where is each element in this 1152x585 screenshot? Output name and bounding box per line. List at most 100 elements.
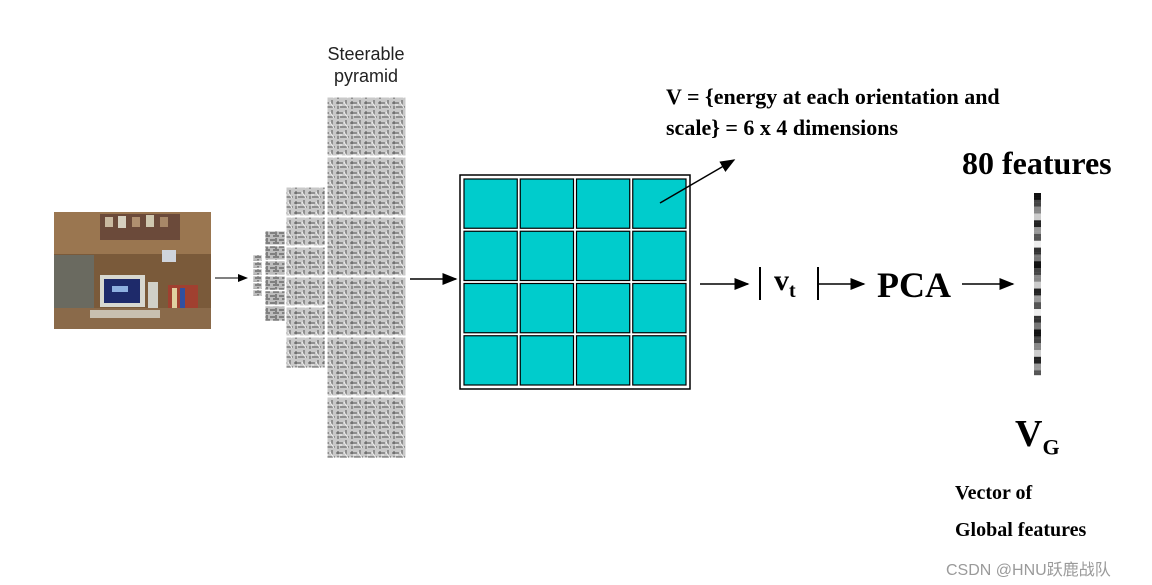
feature-vector-cell xyxy=(1034,224,1041,228)
feature-vector-cell xyxy=(1034,318,1041,321)
grid-cell xyxy=(463,178,518,229)
energy-formula: V = {energy at each orientation and scal… xyxy=(666,81,1106,143)
grid-cell xyxy=(575,335,631,386)
grid-cell xyxy=(519,282,575,334)
feature-vector-cell xyxy=(1034,306,1041,310)
feature-vector-cell xyxy=(1034,195,1041,198)
pyramid-level-3 xyxy=(264,230,286,322)
feature-vector-cell xyxy=(1034,274,1041,278)
vg-label: VG xyxy=(1015,412,1060,461)
grid-cell xyxy=(575,178,631,229)
feature-vector-cell xyxy=(1034,368,1041,371)
feature-vector-cell xyxy=(1034,349,1041,353)
feature-vector-cell xyxy=(1034,238,1041,241)
feature-vector-cell xyxy=(1034,315,1041,319)
feature-vector-cell xyxy=(1034,297,1041,301)
feature-vector-cell xyxy=(1034,249,1041,253)
feature-vector-cell xyxy=(1034,202,1041,205)
pca-label: PCA xyxy=(877,265,951,305)
feature-vector-bar xyxy=(1034,193,1041,376)
feature-vector-cell xyxy=(1034,277,1041,280)
formula-line2: scale} = 6 x 4 dimensions xyxy=(666,115,899,140)
feature-vector-cell xyxy=(1034,197,1041,201)
feature-vector-cell xyxy=(1034,240,1041,244)
office-photo xyxy=(54,212,211,329)
caption-line2: Global features xyxy=(955,519,1087,541)
feature-vector-cell xyxy=(1034,193,1041,196)
feature-vector-cell xyxy=(1034,286,1041,289)
feature-vector-cell xyxy=(1034,220,1041,223)
feature-vector-cell xyxy=(1034,352,1041,355)
feature-vector-cell xyxy=(1034,299,1041,303)
steerable-pyramid xyxy=(252,96,407,459)
feature-vector-cell xyxy=(1034,347,1041,351)
grid-cell xyxy=(519,178,575,229)
grid-cell xyxy=(519,335,575,386)
feature-vector-cell xyxy=(1034,302,1041,305)
features-count-label: 80 features xyxy=(962,145,1112,181)
grid-cell xyxy=(575,282,631,334)
feature-vector-cell xyxy=(1034,311,1041,314)
vg-letter: V xyxy=(1015,413,1043,455)
feature-vector-cell xyxy=(1034,343,1041,346)
feature-vector-cell xyxy=(1034,293,1041,296)
grid-cell xyxy=(632,335,687,386)
feature-vector-cell xyxy=(1034,365,1041,369)
feature-vector-cell xyxy=(1034,222,1041,226)
grid-cell xyxy=(463,230,518,282)
feature-vector-cell xyxy=(1034,290,1041,294)
feature-vector-cell xyxy=(1034,372,1041,376)
feature-vector-cell xyxy=(1034,254,1041,257)
vt-letter: v xyxy=(774,264,789,297)
feature-vector-cell xyxy=(1034,204,1041,207)
feature-vector-cell xyxy=(1034,320,1041,323)
feature-vector-cell xyxy=(1034,281,1041,285)
caption-line1: Vector of xyxy=(955,482,1033,504)
feature-vector-cell xyxy=(1034,356,1041,360)
feature-vector-cell xyxy=(1034,309,1041,312)
feature-vector-cell xyxy=(1034,359,1041,362)
feature-vector-cell xyxy=(1034,258,1041,262)
feature-vector-cell xyxy=(1034,256,1041,260)
feature-vector-cell xyxy=(1034,279,1041,282)
feature-vector-cell xyxy=(1034,313,1041,317)
feature-vector-cell xyxy=(1034,345,1041,348)
feature-vector-cell xyxy=(1034,288,1041,292)
watermark: CSDN @HNU跃鹿战队 xyxy=(946,562,1111,579)
feature-vector-cell xyxy=(1034,370,1041,373)
feature-vector-cell xyxy=(1034,295,1041,298)
feature-vector-cell xyxy=(1034,252,1041,255)
feature-vector-cell xyxy=(1034,329,1041,332)
feature-vector-cell xyxy=(1034,208,1041,212)
feature-vector-cell xyxy=(1034,218,1041,221)
feature-vector-cell xyxy=(1034,327,1041,330)
feature-vector-cell xyxy=(1034,211,1041,214)
feature-vector-cell xyxy=(1034,247,1041,251)
feature-vector-cell xyxy=(1034,338,1041,342)
feature-vector-cell xyxy=(1034,363,1041,367)
feature-vector-cell xyxy=(1034,340,1041,344)
feature-vector-cell xyxy=(1034,263,1041,266)
formula-line1: V = {energy at each orientation and xyxy=(666,84,1000,109)
feature-vector-cell xyxy=(1034,265,1041,269)
energy-grid-cells xyxy=(463,178,687,386)
feature-vector-cell xyxy=(1034,284,1041,287)
feature-vector-cell xyxy=(1034,322,1041,326)
feature-vector-cell xyxy=(1034,270,1041,273)
feature-vector-cell xyxy=(1034,261,1041,264)
feature-vector-cell xyxy=(1034,236,1041,239)
feature-vector-cell xyxy=(1034,272,1041,276)
vector-caption: Vector of Global features xyxy=(955,475,1086,549)
feature-vector-cell xyxy=(1034,354,1041,357)
grid-cell xyxy=(519,230,575,282)
feature-vector-cell xyxy=(1034,334,1041,337)
feature-vector-cell xyxy=(1034,227,1041,230)
feature-vector-cell xyxy=(1034,199,1041,203)
vt-label: vt xyxy=(774,264,796,303)
feature-vector-cell xyxy=(1034,229,1041,232)
grid-cell xyxy=(463,282,518,334)
grid-cell xyxy=(575,230,631,282)
feature-vector-cell xyxy=(1034,215,1041,219)
pyramid-label: Steerable pyramid xyxy=(316,43,416,87)
